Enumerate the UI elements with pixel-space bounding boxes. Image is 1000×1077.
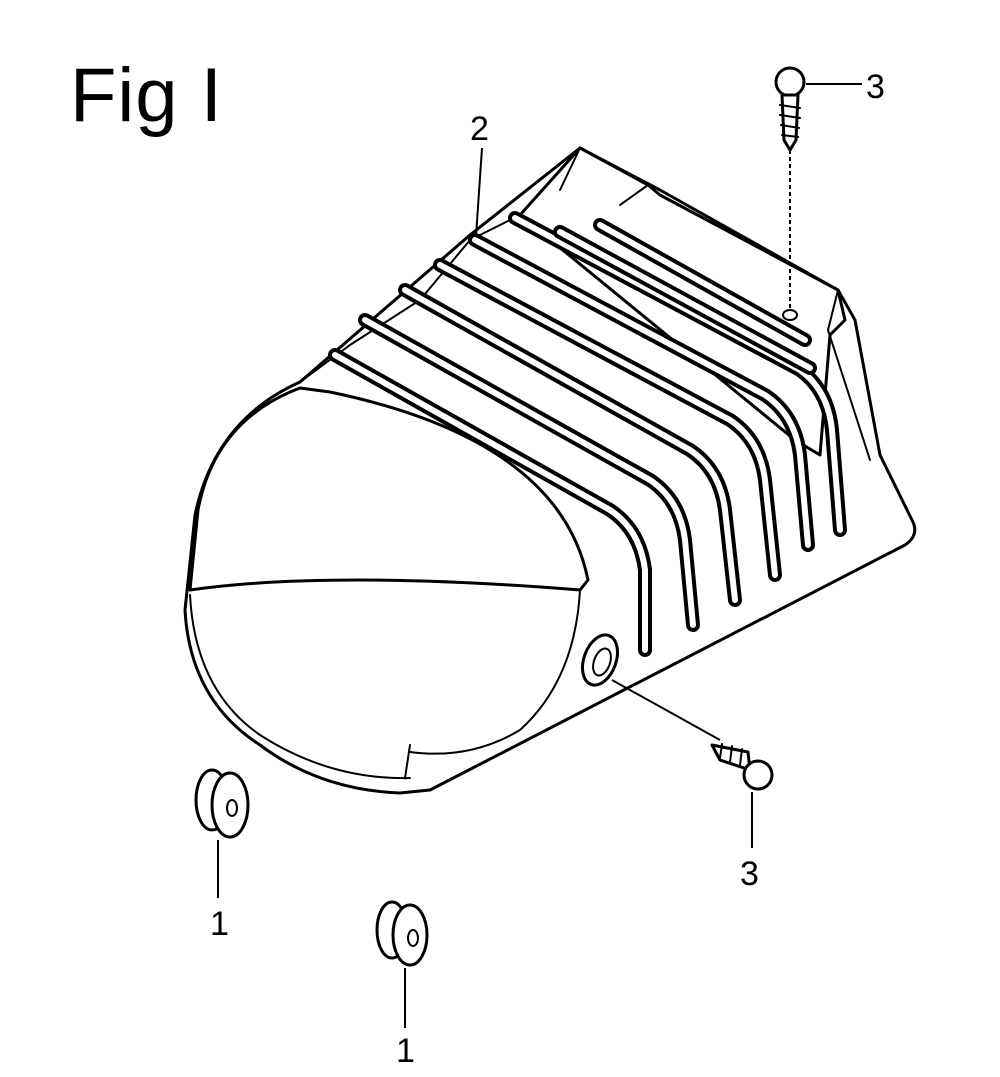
mounting-hole <box>782 309 798 321</box>
callout-screw-front: 3 <box>740 855 759 893</box>
cylinder-cover <box>183 146 917 795</box>
figure-title: Fig I <box>70 53 223 138</box>
screw-top <box>774 66 862 308</box>
callout-grommet-left: 1 <box>210 905 229 943</box>
callout-screw-top: 3 <box>866 68 885 106</box>
callout-cover: 2 <box>470 110 489 148</box>
callout-grommet-right: 1 <box>396 1032 415 1070</box>
leader-cover <box>475 147 483 237</box>
grommet-right <box>375 900 429 1028</box>
grommet-left <box>194 768 250 898</box>
screw-front <box>611 679 774 848</box>
screw-boss <box>581 633 619 687</box>
cooling-fins <box>328 211 847 657</box>
